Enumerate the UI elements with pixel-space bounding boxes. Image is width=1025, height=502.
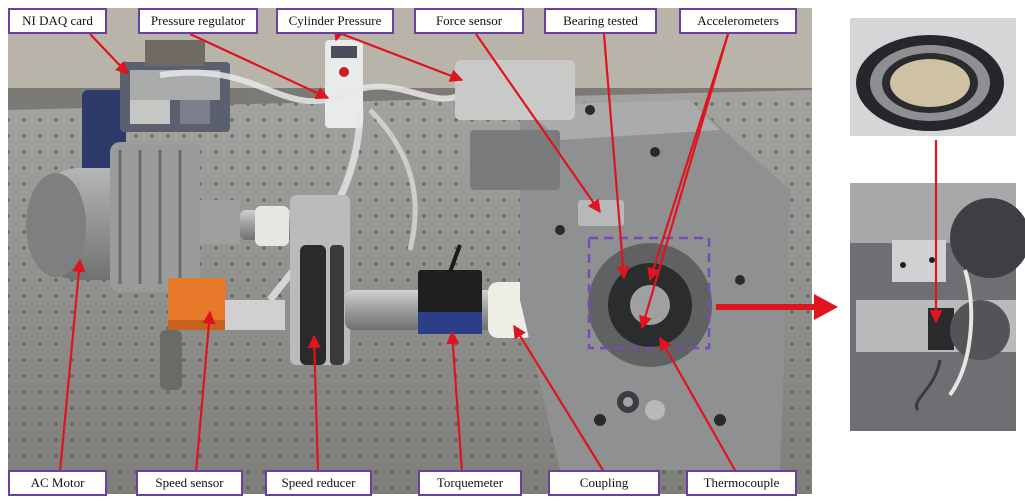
arrow-coupling bbox=[513, 324, 605, 473]
arrow-cylinder-pressure-2 bbox=[341, 32, 464, 82]
label-force-sensor: Force sensor bbox=[414, 8, 524, 34]
label-accelerometers: Accelerometers bbox=[679, 8, 797, 34]
arrow-force-sensor bbox=[475, 33, 601, 214]
arrow-speed-reducer bbox=[307, 334, 321, 473]
torquemeter-device bbox=[418, 244, 482, 334]
bearing-highlight-box bbox=[587, 236, 711, 350]
ac-motor-device bbox=[26, 142, 240, 292]
arrow-thermocouple bbox=[659, 336, 737, 473]
arrow-ni-daq-card bbox=[89, 33, 129, 75]
label-torquemeter: Torquemeter bbox=[418, 470, 522, 496]
closeup-inset-photo bbox=[850, 183, 1025, 431]
label-bearing-tested: Bearing tested bbox=[544, 8, 657, 34]
arrow-torquemeter bbox=[446, 330, 464, 473]
label-thermocouple: Thermocouple bbox=[686, 470, 797, 496]
label-coupling: Coupling bbox=[548, 470, 660, 496]
label-ac-motor: AC Motor bbox=[8, 470, 107, 496]
arrow-cylinder-pressure bbox=[333, 26, 347, 42]
bearing-inset-photo bbox=[850, 18, 1016, 136]
arrow-speed-sensor bbox=[194, 310, 216, 473]
label-cylinder-pressure: Cylinder Pressure bbox=[276, 8, 394, 34]
arrow-ac-motor bbox=[58, 258, 86, 473]
zoom-arrow bbox=[716, 294, 838, 320]
label-speed-sensor: Speed sensor bbox=[136, 470, 243, 496]
speed-reducer-device bbox=[290, 195, 350, 365]
label-ni-daq-card: NI DAQ card bbox=[8, 8, 107, 34]
label-speed-reducer: Speed reducer bbox=[265, 470, 372, 496]
arrow-bearing-tested bbox=[602, 33, 630, 280]
label-pressure-regulator: Pressure regulator bbox=[138, 8, 258, 34]
arrow-accelerometer-2 bbox=[639, 33, 730, 330]
main-photo bbox=[8, 8, 812, 494]
arrow-pressure-regulator bbox=[189, 33, 330, 99]
callout-arrows bbox=[58, 26, 943, 473]
pressure-regulator-device bbox=[325, 40, 363, 128]
